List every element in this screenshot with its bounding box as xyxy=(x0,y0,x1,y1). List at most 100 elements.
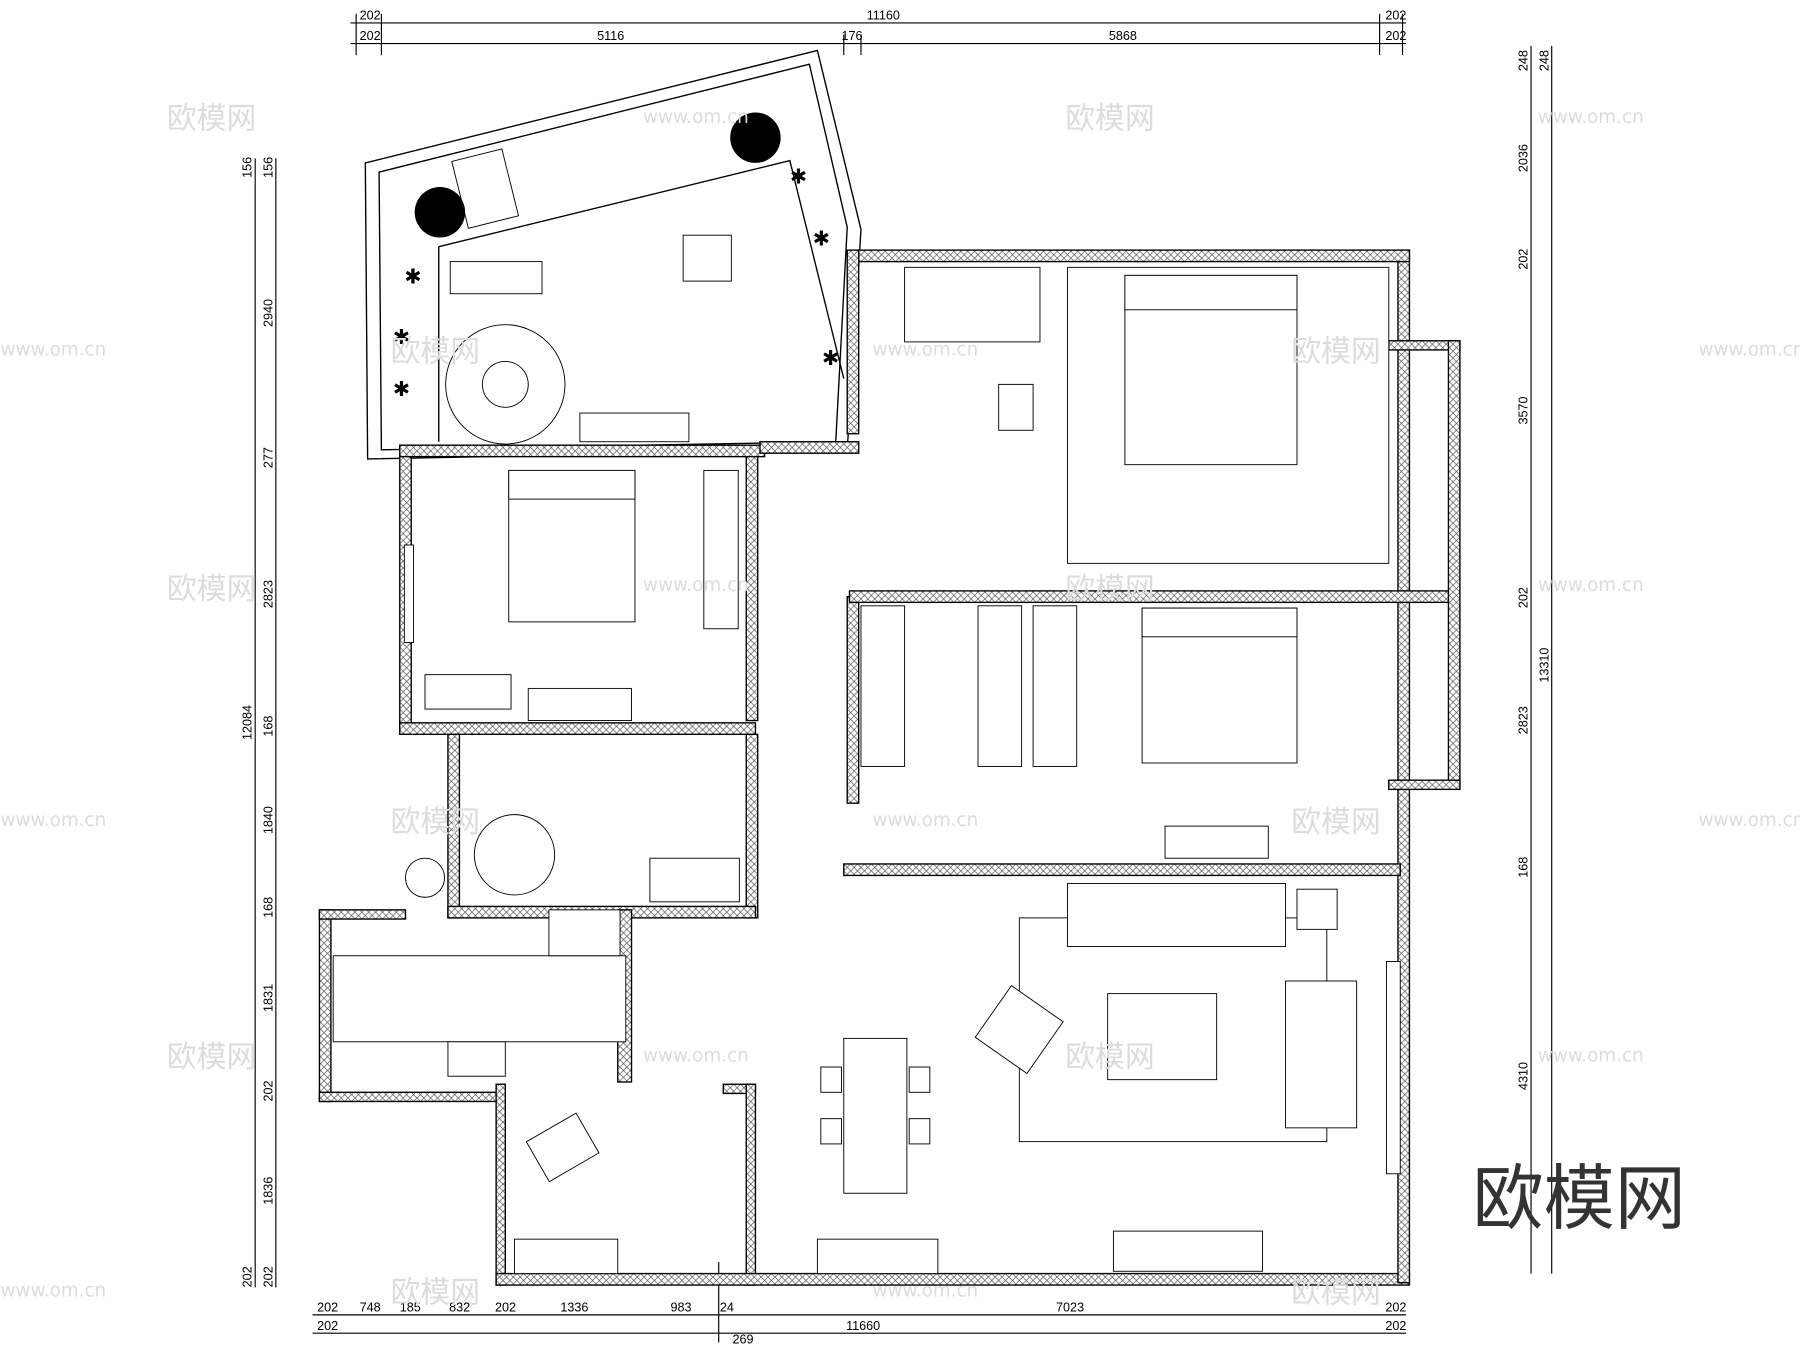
furniture xyxy=(332,266,1401,1275)
logo: 欧模网 xyxy=(1473,1157,1686,1240)
wardrobe xyxy=(703,469,739,630)
lounge-chair xyxy=(525,1112,600,1183)
dim-label: 269 xyxy=(732,1333,753,1347)
coffee-table xyxy=(1107,993,1218,1081)
dining-table xyxy=(843,1037,908,1194)
dim-label: 7023 xyxy=(1056,1300,1084,1314)
dim-label: 5868 xyxy=(1109,29,1137,43)
dim-label: 202 xyxy=(241,1266,255,1287)
dim-label: 1336 xyxy=(560,1300,588,1314)
dim-label: 202 xyxy=(495,1300,516,1314)
side-table xyxy=(1296,888,1338,930)
wardrobe xyxy=(1032,605,1078,767)
cabinet xyxy=(514,1238,619,1275)
dim-label: 176 xyxy=(841,29,862,43)
plant-icon: ✱ xyxy=(822,347,839,370)
dim-label: 202 xyxy=(1385,1300,1406,1314)
sideboard xyxy=(816,1238,939,1275)
sofa xyxy=(1067,883,1286,948)
watermark-url: www.om.cn xyxy=(643,107,749,128)
dim-label: 832 xyxy=(449,1300,470,1314)
dim-label: 202 xyxy=(261,1266,275,1287)
watermark-brand: 欧模网 xyxy=(1065,102,1154,137)
watermarks: 欧模网 欧模网 欧模网 欧模网 欧模网 欧模网 欧模网 欧模网 欧模网 欧模网 … xyxy=(0,102,1800,1311)
watermark-brand: 欧模网 xyxy=(1065,572,1154,607)
dim-label: 11660 xyxy=(846,1319,880,1333)
dim-label: 202 xyxy=(317,1300,338,1314)
dim-label: 4310 xyxy=(1517,1062,1531,1090)
dim-label: 13310 xyxy=(1537,648,1551,683)
sink xyxy=(998,383,1034,431)
watermark-brand: 欧模网 xyxy=(391,334,480,369)
dim-label: 2823 xyxy=(261,580,275,608)
tv-cabinet xyxy=(1112,1230,1264,1272)
dim-label: 3570 xyxy=(1517,396,1531,424)
bathtub-round xyxy=(473,814,556,896)
window xyxy=(403,544,414,643)
desk xyxy=(424,674,512,710)
watermark-url: www.om.cn xyxy=(0,810,106,831)
wardrobe xyxy=(977,605,1023,767)
watermark-url: www.om.cn xyxy=(1538,1045,1644,1066)
watermark-brand: 欧模网 xyxy=(1065,1040,1154,1075)
armchair xyxy=(974,984,1064,1075)
watermark-url: www.om.cn xyxy=(0,340,106,361)
kitchen-counter xyxy=(332,955,627,1043)
dim-label: 2823 xyxy=(1517,706,1531,734)
dim-label: 5116 xyxy=(597,29,624,43)
oven xyxy=(548,909,621,957)
tv-cabinet xyxy=(1164,825,1269,859)
top-dimensions: 202 11160 202 202 5116 176 5868 202 xyxy=(360,9,1407,44)
watermark-url: www.om.cn xyxy=(1699,340,1800,361)
dim-label: 12084 xyxy=(241,705,255,740)
bathtub xyxy=(904,266,1041,343)
dim-label: 202 xyxy=(1517,249,1531,270)
watermark-brand: 欧模网 xyxy=(167,1040,256,1075)
dim-label: 748 xyxy=(360,1300,381,1314)
bottom-dimensions: 202 748 185 832 202 1336 983 24 7023 202… xyxy=(317,1300,1406,1346)
dim-label: 202 xyxy=(1385,29,1406,43)
dim-label: 1836 xyxy=(261,1177,275,1205)
dim-label: 983 xyxy=(671,1300,692,1314)
watermark-brand: 欧模网 xyxy=(167,102,256,137)
dim-label: 202 xyxy=(1517,587,1531,608)
watermark-brand: 欧模网 xyxy=(1291,805,1380,840)
dim-label: 168 xyxy=(261,897,275,918)
dim-label: 168 xyxy=(1517,857,1531,878)
watermark-brand: 欧模网 xyxy=(1291,334,1380,369)
watermark-url: www.om.cn xyxy=(1538,107,1644,128)
cooktop xyxy=(447,1041,506,1077)
dim-label: 202 xyxy=(1385,9,1406,23)
planter-icon xyxy=(730,112,781,163)
watermark-url: www.om.cn xyxy=(872,1281,978,1302)
dim-label: 156 xyxy=(241,157,255,178)
plant-icon: ✱ xyxy=(404,265,421,288)
terrace: ✱ ✱ ✱ ✱ ✱ ✱ xyxy=(364,49,862,460)
dim-label: 248 xyxy=(1537,50,1551,71)
dim-label: 24 xyxy=(720,1300,734,1314)
dim-label: 202 xyxy=(261,1080,275,1101)
dim-label: 202 xyxy=(360,29,381,43)
wardrobe xyxy=(860,605,906,767)
dim-label: 202 xyxy=(1385,1319,1406,1333)
sofa-side xyxy=(1285,980,1358,1129)
tea-table xyxy=(682,234,732,282)
dim-label: 156 xyxy=(261,157,275,178)
plant-icon: ✱ xyxy=(393,378,410,401)
watermark-url: www.om.cn xyxy=(872,340,978,361)
dim-label: 1831 xyxy=(261,984,275,1012)
watermark-brand: 欧模网 xyxy=(1291,1275,1380,1310)
watermark-url: www.om.cn xyxy=(1699,810,1800,831)
dim-label: 1840 xyxy=(261,806,275,834)
watermark-url: www.om.cn xyxy=(1538,575,1644,596)
dim-label: 185 xyxy=(400,1300,421,1314)
watermark-url: www.om.cn xyxy=(643,1045,749,1066)
plant-icon: ✱ xyxy=(813,228,830,251)
dim-label: 277 xyxy=(261,447,275,468)
watermark-url: www.om.cn xyxy=(0,1281,106,1302)
dim-label: 2036 xyxy=(1517,144,1531,172)
dim-label: 202 xyxy=(360,9,381,23)
dim-label: 168 xyxy=(261,716,275,737)
walls xyxy=(318,249,1461,1286)
